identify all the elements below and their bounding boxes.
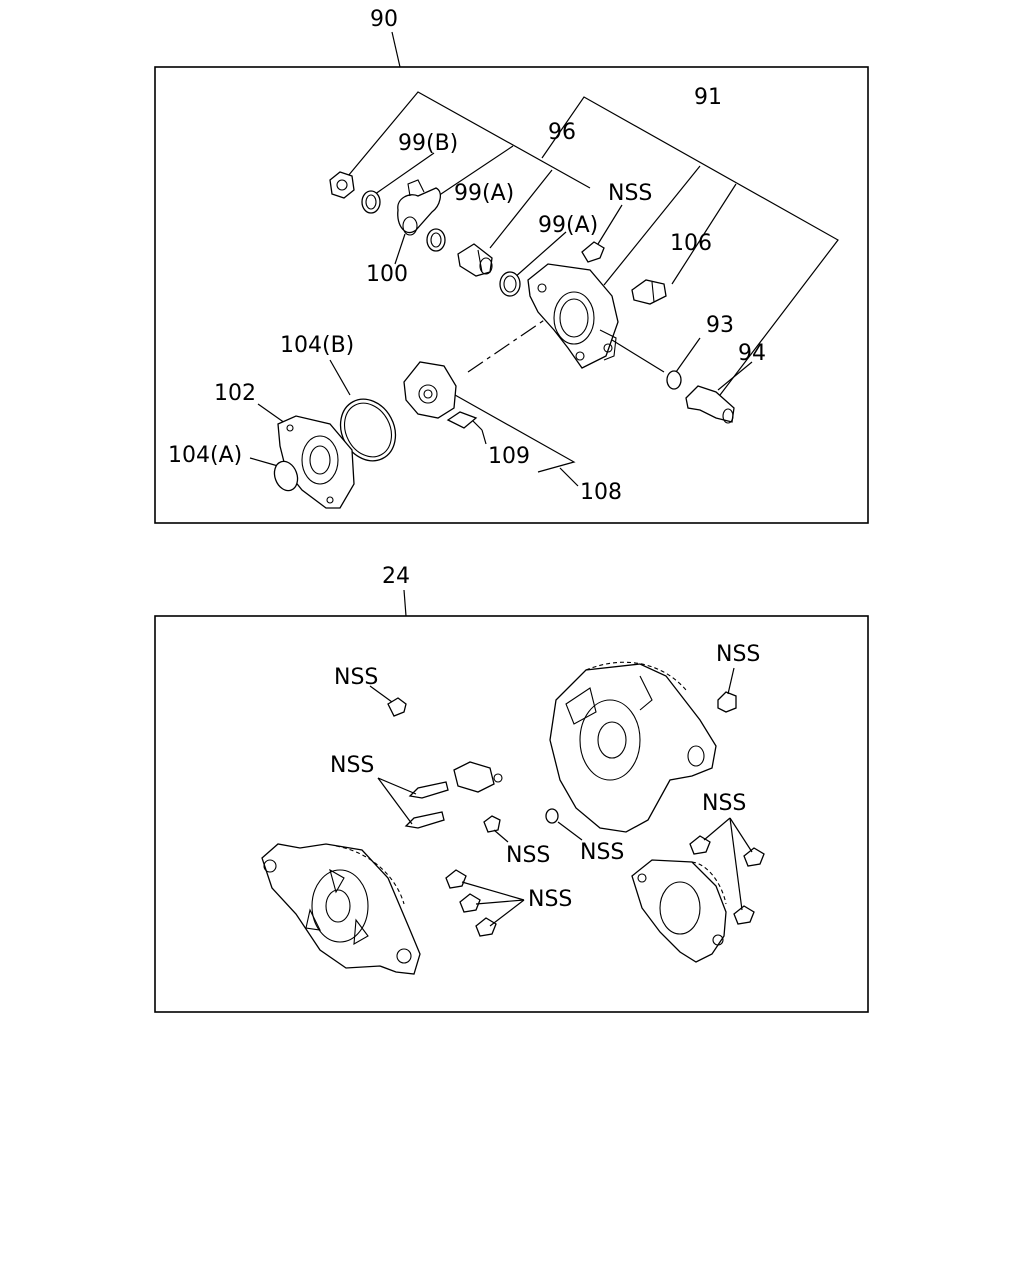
- label-nss-b6: NSS: [580, 840, 624, 865]
- leader-106: [671, 183, 737, 285]
- label-104b: 104(B): [280, 333, 354, 358]
- part-long-bolt-1: [408, 781, 449, 799]
- label-93: 93: [706, 313, 734, 338]
- leader-nss-4: [493, 829, 509, 843]
- part-oring-104a: [273, 460, 299, 492]
- label-94: 94: [738, 341, 766, 366]
- leader-91: [603, 165, 701, 286]
- part-washer-nss-5: [545, 808, 559, 824]
- label-91: 91: [694, 85, 722, 110]
- leader-nss-7a: [703, 817, 731, 841]
- leader-104a: [249, 457, 279, 467]
- part-screw-nss-6b: [459, 893, 481, 913]
- part-washer-93: [666, 370, 682, 390]
- label-nss-b5: NSS: [506, 843, 550, 868]
- leader-96: [489, 169, 553, 249]
- part-vanes-109: [446, 411, 478, 429]
- leader-nss-7c: [729, 817, 743, 911]
- part-fitting-94: [685, 385, 735, 424]
- part-screw-nss-7c: [733, 905, 755, 925]
- label-102: 102: [214, 381, 256, 406]
- label-108: 108: [580, 480, 622, 505]
- part-washer-99a-1: [426, 228, 446, 252]
- leader-nss-7b: [729, 817, 753, 853]
- part-nut-nss-1: [717, 691, 737, 713]
- part-screw-nss-7a: [689, 835, 711, 855]
- leader-axis-93: [611, 339, 665, 373]
- leader-99b: [367, 152, 435, 200]
- leader-nss-1: [727, 667, 735, 695]
- top-panel: 90: [154, 7, 869, 524]
- part-bolt-nss: [581, 241, 605, 263]
- leader-104b: [329, 359, 351, 396]
- leader-94: [717, 361, 753, 391]
- leader-tree-99b: [337, 91, 591, 189]
- leader-100: [394, 233, 406, 265]
- label-96: 96: [548, 120, 576, 145]
- leader-nss-6c: [489, 899, 525, 927]
- leader-nss-6a: [461, 881, 525, 901]
- leader-nss-3b: [377, 777, 413, 825]
- leader-109-b: [481, 429, 487, 445]
- bottom-panel-frame: [154, 615, 869, 1013]
- part-rotor-108: [403, 361, 457, 419]
- label-104a: 104(A): [168, 443, 242, 468]
- leader-93: [675, 337, 701, 373]
- part-banjo-100: [397, 179, 442, 236]
- part-washer-99a-2: [499, 271, 521, 297]
- leader-nss-top: [597, 204, 623, 245]
- part-screw-nss-6a: [445, 869, 467, 889]
- leader-nss-3a: [377, 777, 417, 795]
- part-washer-99b: [361, 190, 381, 214]
- label-nss-b2: NSS: [334, 665, 378, 690]
- part-nut: [329, 171, 355, 199]
- part-long-bolt-2: [404, 811, 445, 829]
- part-front-housing: [549, 661, 717, 833]
- part-fitting-96: [457, 243, 493, 277]
- label-nss-b4: NSS: [702, 791, 746, 816]
- bottom-panel: 24: [154, 564, 869, 1013]
- label-99b: 99(B): [398, 131, 458, 156]
- leader-tree-108: [454, 394, 576, 473]
- part-bolt-106: [631, 279, 667, 305]
- part-small-cover: [631, 859, 727, 963]
- leader-nss-5: [557, 821, 583, 841]
- part-housing-91: [527, 263, 619, 369]
- label-99a-1: 99(A): [454, 181, 514, 206]
- leader-nss-2: [369, 685, 393, 703]
- part-screw-nss-6c: [475, 917, 497, 937]
- callout-90: 90: [370, 7, 398, 32]
- label-100: 100: [366, 262, 408, 287]
- leader-108: [559, 467, 579, 487]
- part-rear-housing: [261, 843, 421, 975]
- callout-24: 24: [382, 564, 410, 589]
- label-99a-2: 99(A): [538, 213, 598, 238]
- part-screw-nss-7b: [743, 847, 765, 867]
- top-panel-frame: [154, 66, 869, 524]
- leader-tree-91: [541, 96, 839, 396]
- label-nss-b1: NSS: [716, 642, 760, 667]
- leader-nss-6b: [475, 899, 525, 905]
- label-106: 106: [670, 231, 712, 256]
- part-connector: [453, 761, 503, 793]
- part-screw-nss-2: [387, 697, 407, 717]
- label-109: 109: [488, 444, 530, 469]
- leader-99a-2: [513, 231, 567, 279]
- label-nss-b3: NSS: [330, 753, 374, 778]
- leader-axis: [467, 307, 563, 373]
- part-screw-nss-4: [483, 815, 501, 833]
- callout-90-leader: [391, 31, 401, 68]
- label-nss-b7: NSS: [528, 887, 572, 912]
- label-nss-top: NSS: [608, 181, 652, 206]
- callout-24-leader: [403, 589, 407, 617]
